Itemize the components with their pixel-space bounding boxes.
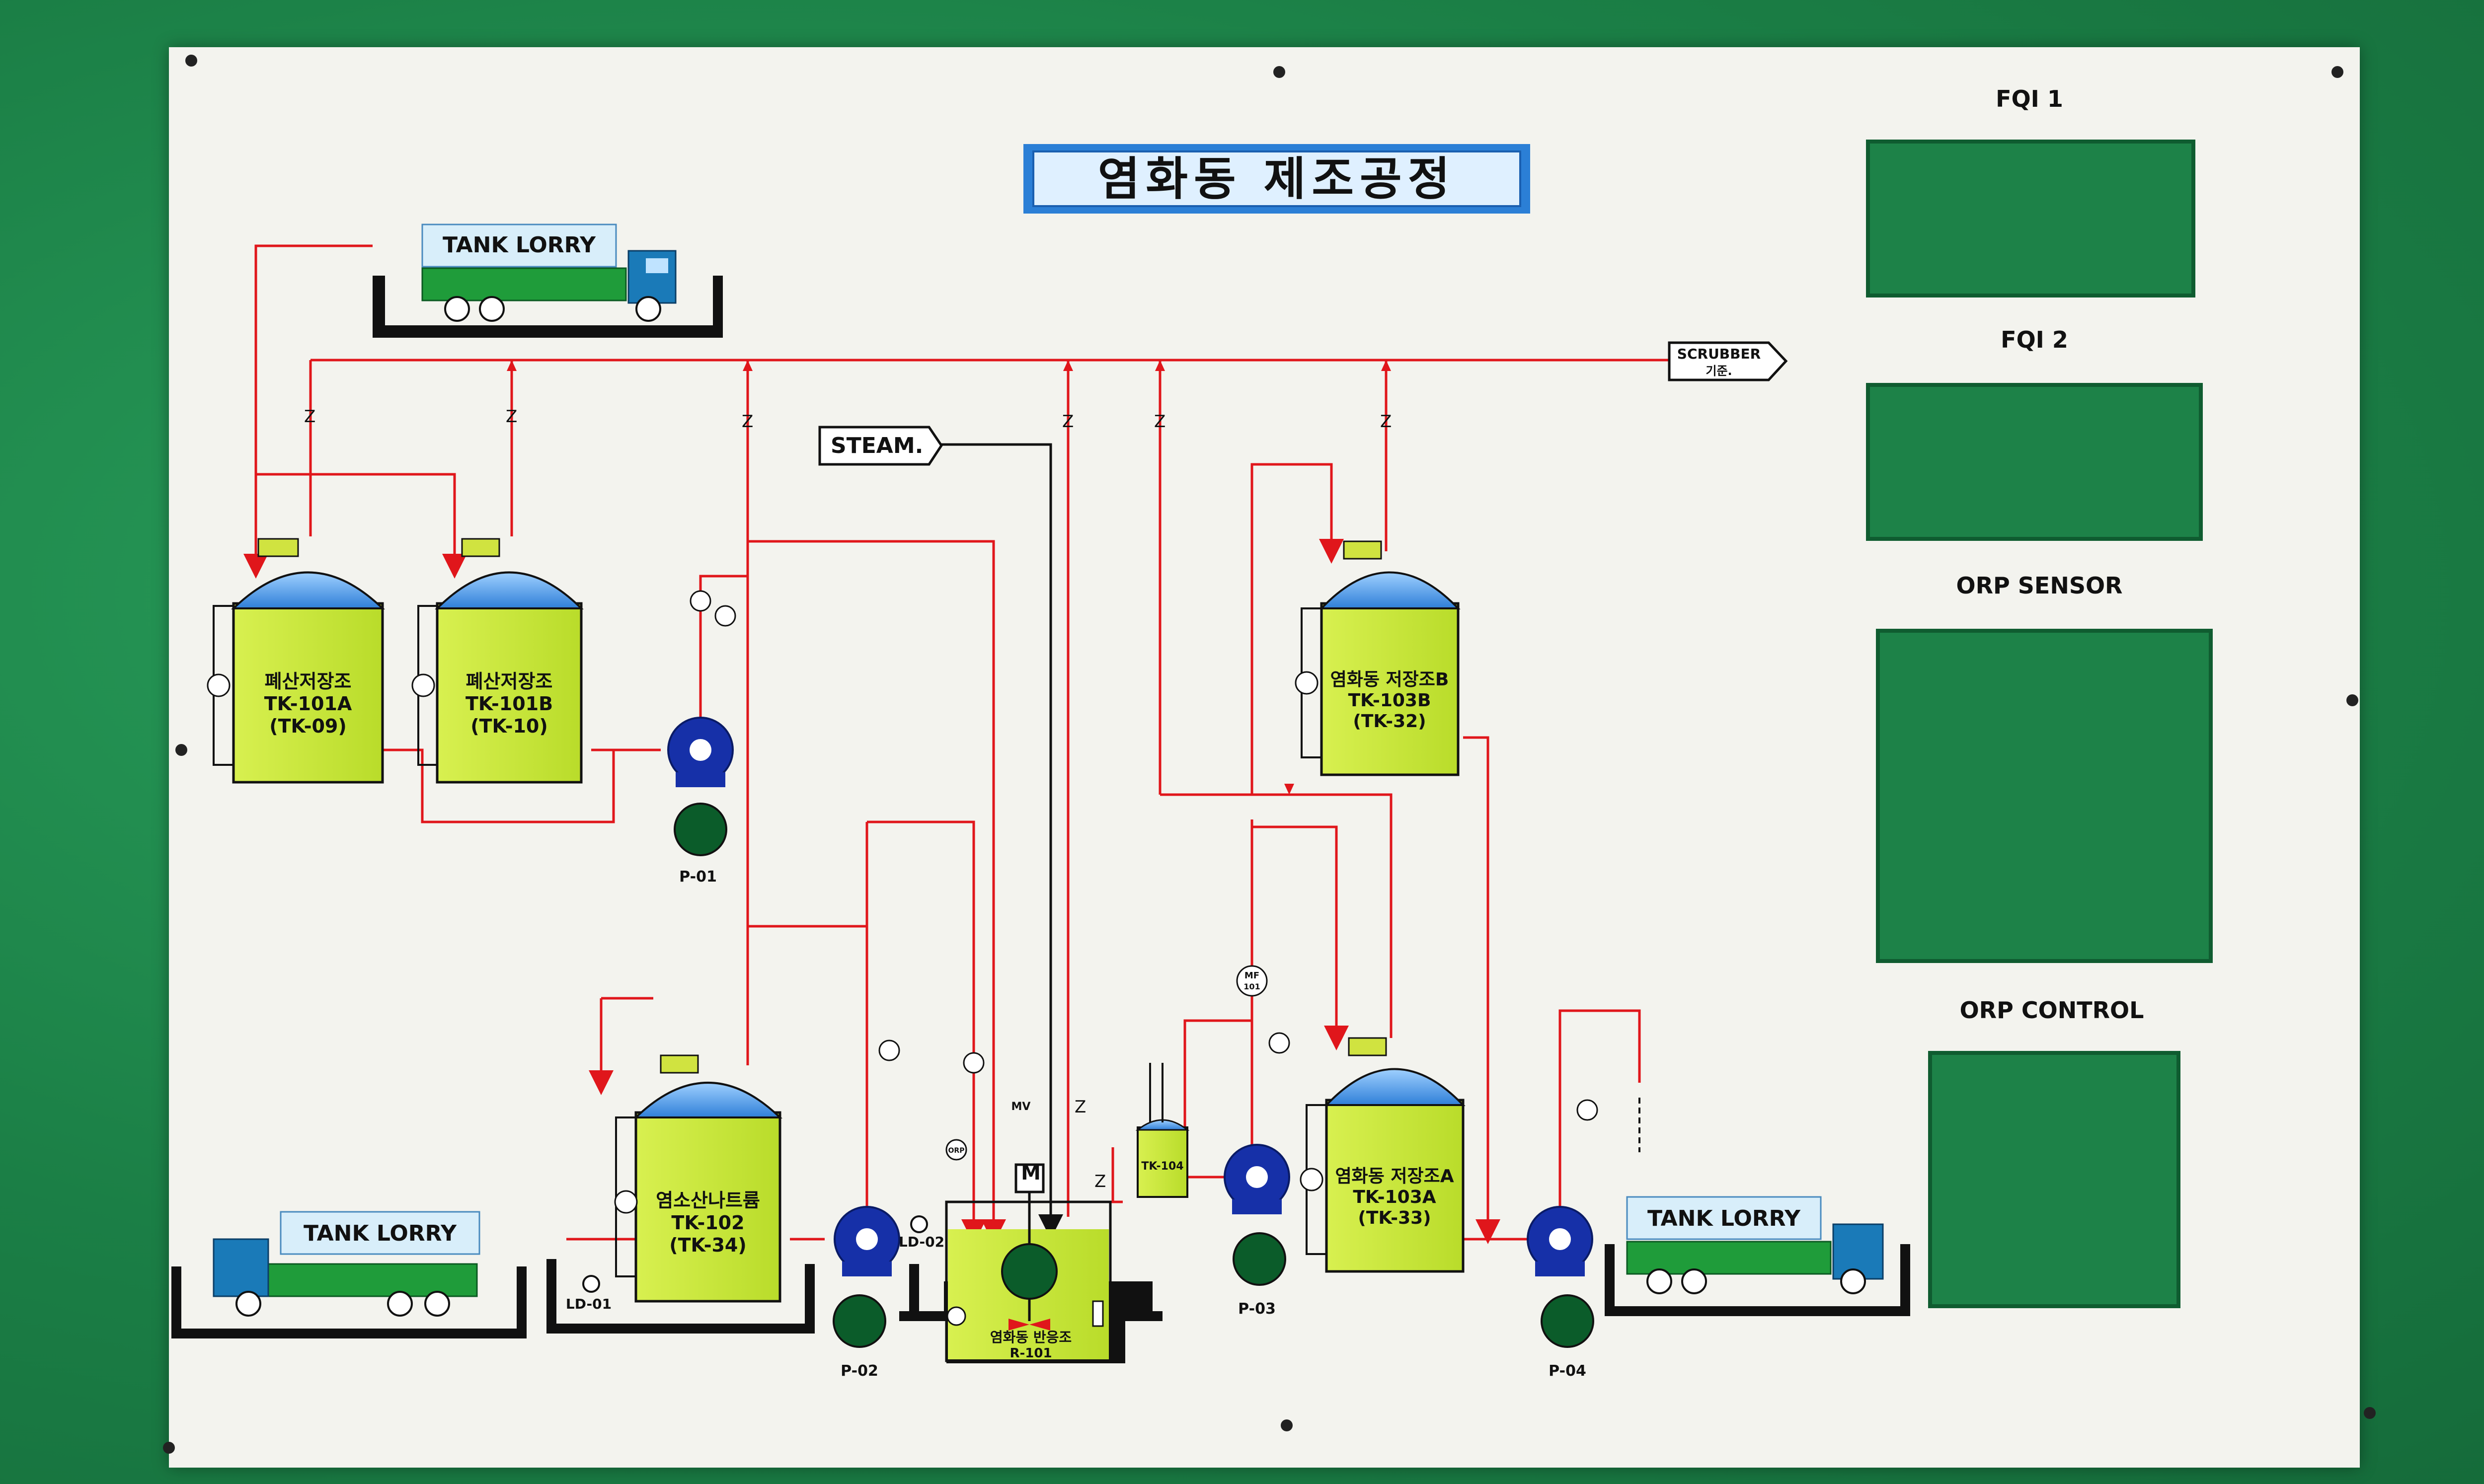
tk102-sub: (TK-34) — [669, 1234, 746, 1256]
mf-number: 101 — [1243, 982, 1260, 991]
tank-tk101b — [411, 538, 584, 784]
tk103a-name: 염화동 저장조A — [1335, 1166, 1454, 1187]
pump-p04-label: P-04 — [1549, 1362, 1586, 1380]
svg-text:Z: Z — [1380, 412, 1392, 432]
orp-label: ORP — [948, 1147, 965, 1155]
steam-label: STEAM. — [831, 433, 923, 458]
pump-p01 — [667, 717, 734, 856]
svg-text:Z: Z — [506, 407, 517, 427]
tank-lorry-right — [1605, 1196, 1910, 1316]
svg-text:Z: Z — [1062, 412, 1074, 432]
tk101a-name: 폐산저장조 — [265, 670, 352, 692]
tk104-code: TK-104 — [1141, 1160, 1183, 1173]
tank-lorry-top-label: TANK LORRY — [443, 232, 596, 258]
equipment-bases — [546, 1259, 919, 1334]
ld02-label: LD-02 — [899, 1234, 944, 1250]
tk101b-code: TK-101B — [466, 693, 553, 715]
reactor-r101 — [899, 1163, 1163, 1363]
fqi2-label: FQI 2 — [2001, 326, 2068, 353]
scrubber-tag — [1668, 341, 1788, 381]
instrument-bubbles — [690, 590, 1598, 1161]
tk101b-name: 폐산저장조 — [466, 670, 553, 692]
orp-control-label: ORP CONTROL — [1960, 997, 2144, 1024]
tank-lorry-right-label: TANK LORRY — [1647, 1206, 1801, 1231]
steam-line — [939, 443, 1640, 1239]
tk103a-sub: (TK-33) — [1358, 1208, 1431, 1228]
tk103b-sub: (TK-32) — [1353, 711, 1426, 732]
tk101b-sub: (TK-10) — [470, 715, 547, 737]
tk103b-name: 염화동 저장조B — [1330, 669, 1449, 690]
vent-arrows — [507, 360, 1391, 795]
instrument-cutouts — [1866, 140, 2213, 1308]
tk103a-code: TK-103A — [1353, 1187, 1436, 1207]
tank-lorry-left — [171, 1211, 527, 1338]
fqi1-label: FQI 1 — [1996, 85, 2063, 112]
pump-p03 — [1224, 1144, 1290, 1286]
svg-text:Z: Z — [1075, 1097, 1086, 1117]
pump-p02-label: P-02 — [841, 1362, 878, 1380]
svg-text:Z: Z — [304, 407, 315, 427]
tk101a-code: TK-101A — [264, 693, 352, 715]
tank-lorry-top — [373, 223, 723, 338]
svg-text:Z: Z — [1154, 412, 1165, 432]
tank-lorry-left-label: TANK LORRY — [304, 1221, 457, 1246]
pump-p04 — [1527, 1206, 1594, 1348]
page-title: 염화동 제조공정 — [1098, 152, 1456, 206]
mv-label: MV — [1011, 1101, 1031, 1113]
ld01-label: LD-01 — [566, 1296, 612, 1312]
title-frame — [1023, 144, 1530, 214]
pump-p03-label: P-03 — [1238, 1300, 1276, 1318]
tk102-name: 염소산나트륨 — [656, 1189, 760, 1211]
pump-p02 — [833, 1206, 900, 1348]
svg-text:Z: Z — [742, 412, 753, 432]
r101-code: R-101 — [1009, 1346, 1052, 1361]
scrubber-sub-label: 기준. — [1706, 364, 1732, 378]
motor-label: M — [1021, 1162, 1041, 1185]
orp-sensor-label: ORP SENSOR — [1956, 572, 2123, 599]
process-pipes — [243, 244, 1669, 1244]
tank-tk101a — [207, 538, 385, 784]
tank-tk103b — [1295, 540, 1461, 776]
r101-name: 염화동 반응조 — [990, 1329, 1072, 1345]
scrubber-label: SCRUBBER — [1677, 346, 1761, 362]
check-valves: Z Z Z Z Z Z Z Z — [304, 407, 1392, 1191]
tank-tk104 — [1135, 1063, 1190, 1198]
tk103b-code: TK-103B — [1348, 690, 1431, 711]
svg-text:Z: Z — [1094, 1172, 1106, 1191]
steam-tag — [818, 426, 943, 466]
pump-p01-label: P-01 — [679, 868, 717, 886]
tk102-code: TK-102 — [671, 1212, 744, 1234]
mf-label: MF — [1244, 970, 1259, 981]
tk101a-sub: (TK-09) — [269, 715, 346, 737]
board-screws — [163, 55, 2376, 1454]
leak-detectors — [582, 1215, 928, 1293]
tank-tk103a — [1300, 1037, 1466, 1273]
tank-tk102 — [614, 1054, 782, 1303]
